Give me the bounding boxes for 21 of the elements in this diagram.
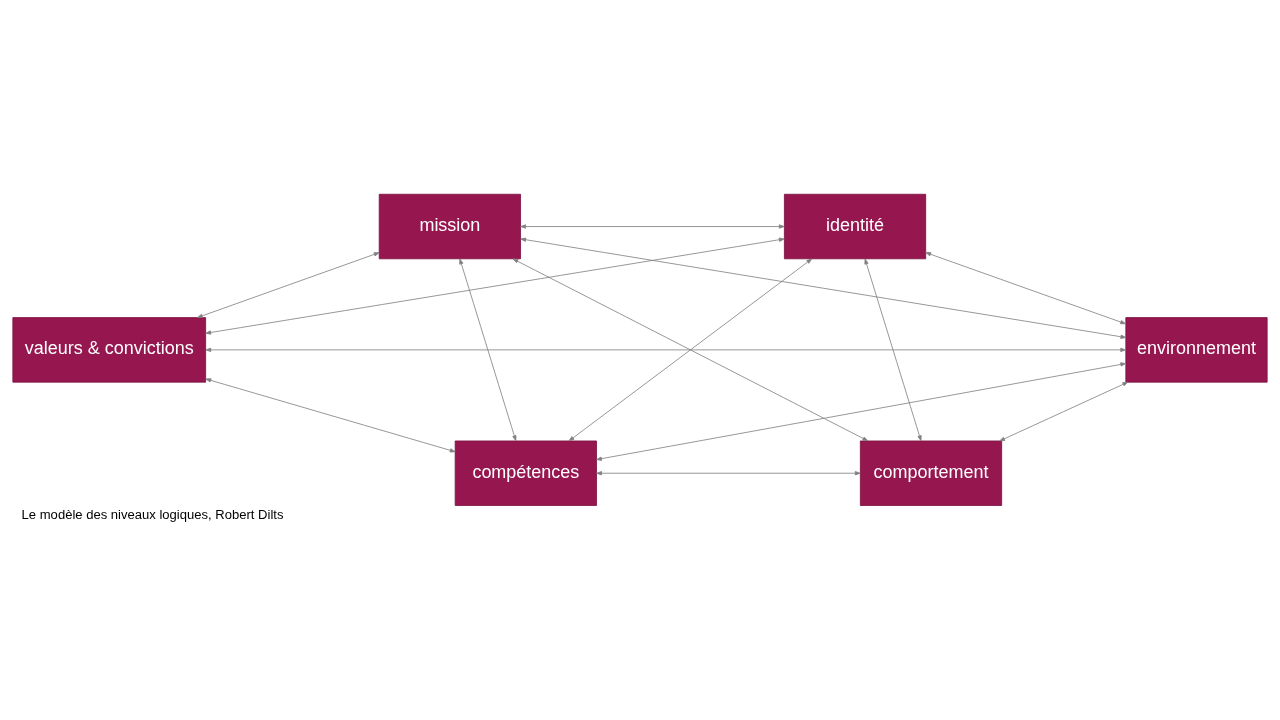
arrow (512, 258, 869, 441)
arrow (205, 377, 456, 452)
node-box: comportement (859, 440, 1003, 506)
node-box: mission (378, 193, 521, 259)
node-box: valeurs & convictions (12, 316, 207, 383)
arrow (205, 347, 1127, 352)
arrow (568, 258, 813, 441)
node-box: identité (783, 193, 927, 259)
node-box: compétences (454, 440, 597, 506)
arrow (999, 381, 1129, 441)
caption: Le modèle des niveaux logiques, Robert Dilts (21, 506, 284, 522)
arrow (596, 470, 861, 475)
arrow (459, 258, 517, 441)
arrow (205, 237, 785, 335)
arrow (520, 223, 785, 229)
arrow (864, 258, 922, 441)
arrow (197, 251, 380, 318)
arrow (596, 361, 1127, 461)
arrow (520, 237, 1127, 339)
node-box: environnement (1125, 316, 1268, 383)
arrow (925, 251, 1126, 324)
